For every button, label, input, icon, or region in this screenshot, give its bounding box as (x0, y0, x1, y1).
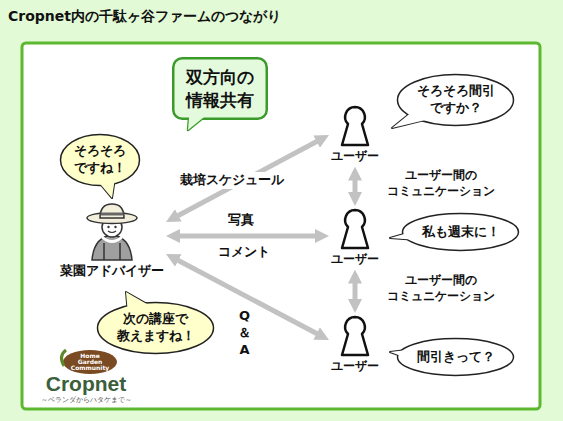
advisor-eye (107, 226, 109, 228)
bubble-text: 私も週末に！ (422, 224, 500, 241)
bubble-tail-fill (126, 292, 149, 309)
user-icon (335, 208, 375, 250)
callout-rect (173, 58, 267, 119)
bubble-text: そろそろ間引 ですか？ (417, 83, 495, 117)
edge-label: Q＆A (236, 308, 253, 359)
bubble-tail-fill (392, 112, 428, 128)
role-label: ユーザー (331, 149, 379, 165)
white-panel (22, 43, 540, 409)
logo-name: Cropnet (46, 373, 127, 395)
advisor-apron (104, 243, 120, 260)
advisor-icon (82, 201, 142, 261)
speech-bubble: 間引きって？ (396, 337, 515, 377)
advisor-eye (114, 226, 116, 228)
bubble-tail-fill (390, 350, 409, 357)
edge-label: 写真 (226, 212, 256, 229)
bubble-text: 次の講座で 教えますね！ (117, 311, 195, 345)
role-label: 菜園アドバイザー (60, 263, 164, 280)
bubble-text: 双方向の 情報共有 (186, 66, 254, 110)
bubble-ellipse (403, 214, 519, 251)
bubble-text: 間引きって？ (417, 349, 495, 366)
edge-label: ユーザー間の コミュニケーション (385, 273, 497, 304)
bubble-ellipse (61, 135, 140, 186)
bubble-ellipse (398, 339, 514, 376)
edge-label: 栽培スケジュール (178, 172, 286, 189)
speech-bubble: 次の講座で 教えますね！ (96, 301, 215, 355)
callout-tail (188, 115, 207, 130)
bubble-tail-fill (99, 181, 114, 198)
advisor-figure: 菜園アドバイザー (58, 199, 166, 282)
user-icon (335, 315, 375, 357)
user-icon (335, 105, 375, 147)
user-silhouette (342, 210, 368, 248)
logo-blob (63, 350, 117, 374)
role-label: ユーザー (331, 359, 379, 375)
user-figure: ユーザー (329, 206, 381, 270)
advisor-mouth (108, 231, 116, 233)
advisor-body (92, 235, 132, 260)
info-arrow (353, 276, 358, 307)
bubble-tail-fill (390, 233, 414, 240)
callout-box: 双方向の 情報共有 (172, 57, 268, 120)
bubble-ellipse (98, 303, 214, 354)
user-figure: ユーザー (329, 313, 381, 377)
edge-label: ユーザー間の コミュニケーション (385, 168, 497, 199)
logo-leaf (61, 350, 66, 366)
bubble-text: そろそろ ですね！ (74, 143, 126, 177)
info-arrow (353, 173, 358, 200)
callout-outline (172, 57, 268, 120)
user-silhouette (342, 317, 368, 355)
user-silhouette (342, 107, 368, 145)
page-title: Cropnet内の千駄ヶ谷ファームのつながり (8, 7, 281, 25)
callout-tail-fill (188, 115, 207, 130)
info-arrow (172, 234, 323, 239)
info-arrow (171, 138, 323, 219)
bubble-tail (99, 181, 114, 198)
logo-tagline: Home Garden Community (71, 353, 109, 371)
hat-band (101, 213, 124, 216)
speech-bubble: そろそろ ですね！ (59, 133, 141, 187)
hat-crown (100, 204, 124, 218)
edge-note: コメント (218, 244, 270, 261)
role-label: ユーザー (331, 252, 379, 268)
speech-bubble: そろそろ間引 ですか？ (396, 73, 515, 127)
logo-subtitle: ～ベランダからハタケまで～ (41, 397, 132, 405)
user-figure: ユーザー (329, 103, 381, 167)
speech-bubble: 私も週末に！ (401, 212, 520, 252)
